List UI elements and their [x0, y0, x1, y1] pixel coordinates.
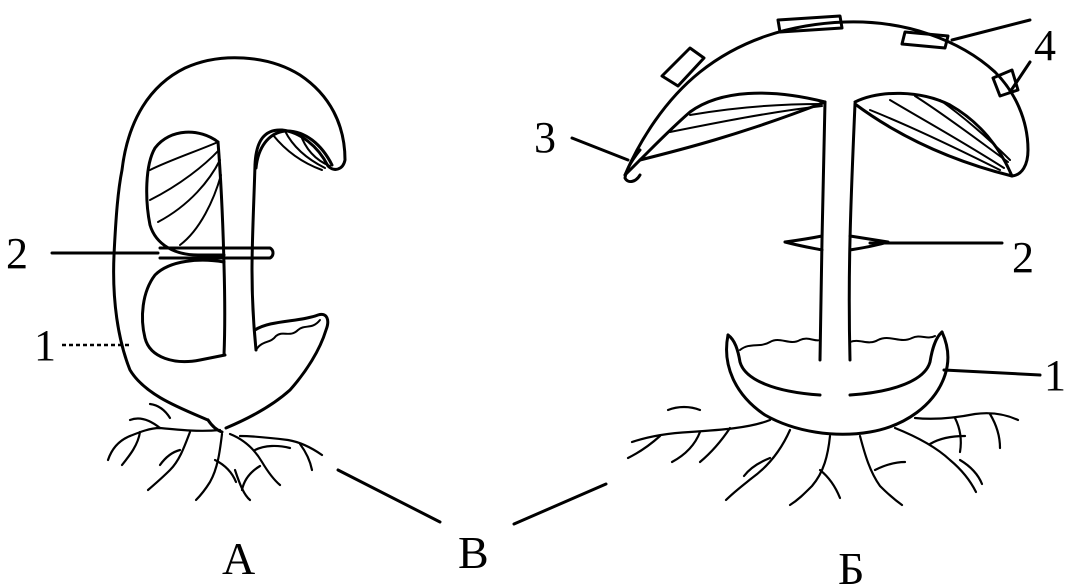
- leader-lines: [52, 20, 1040, 524]
- caption-a: А: [222, 533, 255, 584]
- caption-v: В: [458, 527, 489, 578]
- veil-patch: [662, 48, 704, 86]
- label-left-1: 1: [34, 321, 56, 370]
- cap-outline: [625, 22, 1028, 176]
- mycelium-left: [108, 404, 322, 500]
- label-right-3: 3: [534, 113, 556, 162]
- caption-b: Б: [838, 543, 864, 586]
- label-right-4: 4: [1034, 21, 1056, 70]
- label-right-2: 2: [1012, 233, 1034, 282]
- label-right-1: 1: [1044, 351, 1066, 400]
- mycelium-right: [628, 407, 1018, 505]
- label-left-2: 2: [6, 229, 28, 278]
- young-fruiting-body: [114, 58, 345, 432]
- stipe-outline: [820, 102, 825, 360]
